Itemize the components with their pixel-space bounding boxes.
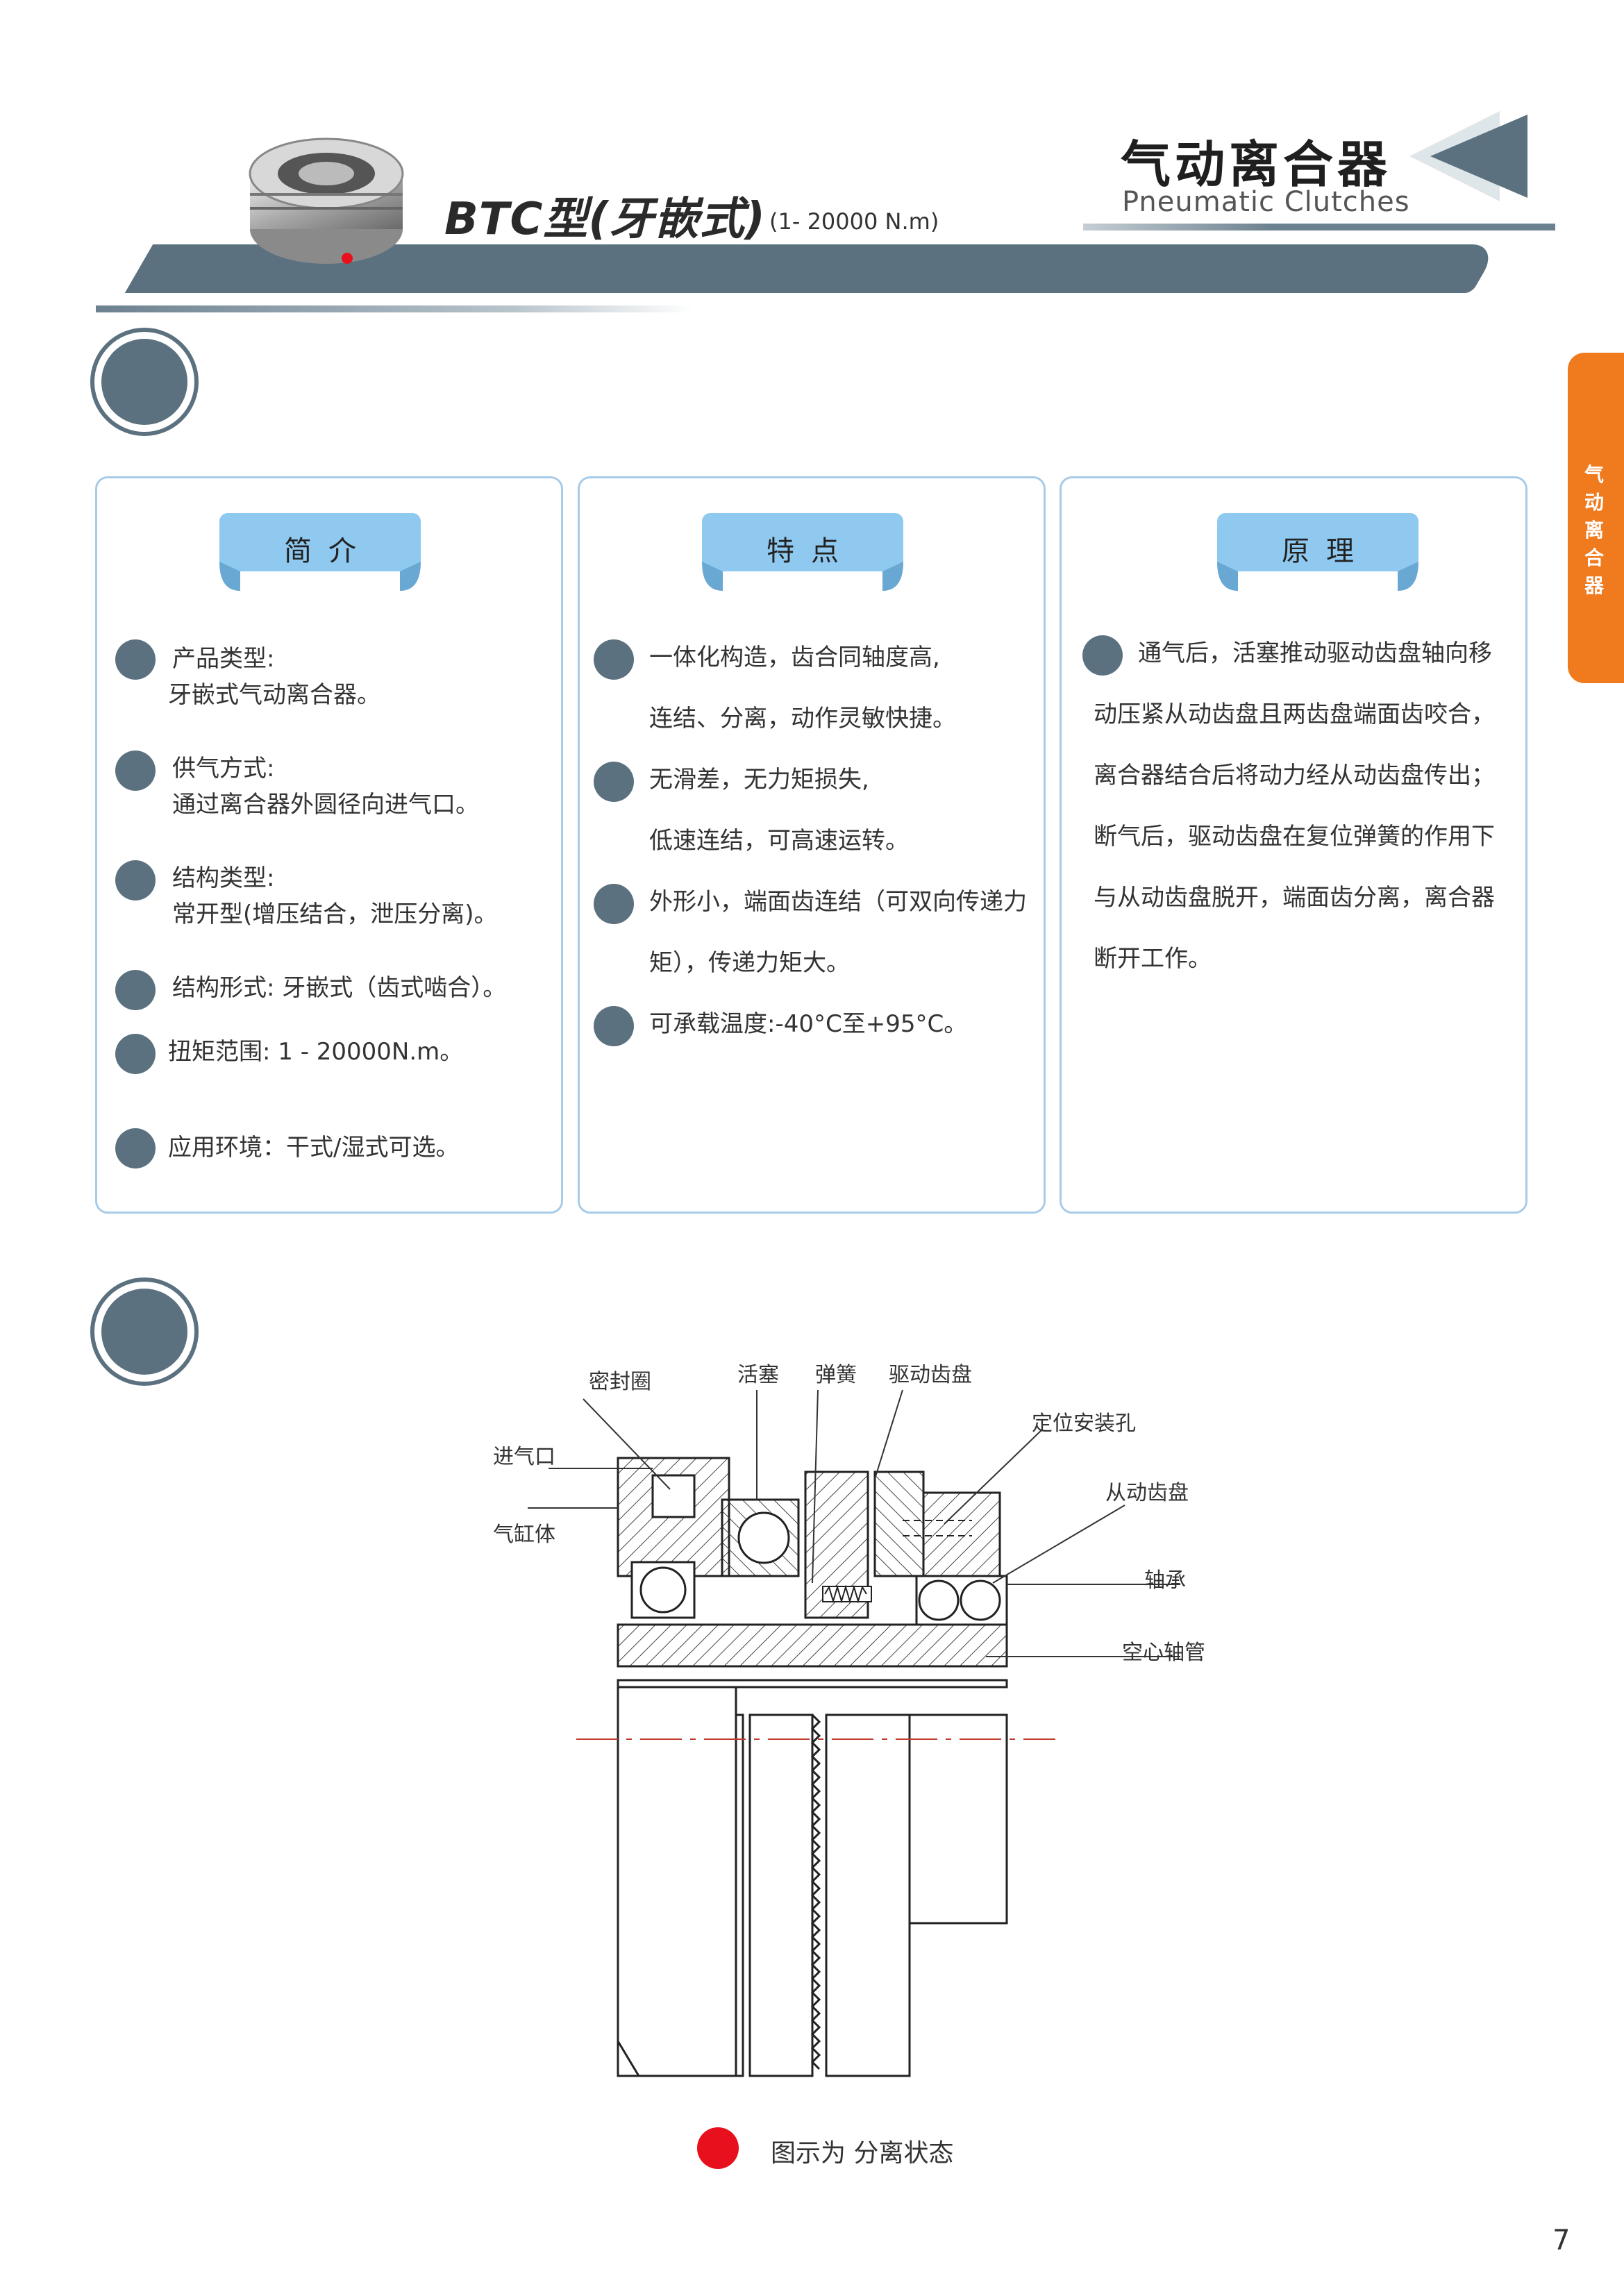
legend-text: 图示为 分离状态 [771,2139,954,2168]
bullet-dot [115,1128,156,1168]
intro-item-1-title: 产品类型: [172,645,275,673]
header-rule [1083,224,1555,231]
label-positioning-hole: 定位安装孔 [1032,1411,1136,1436]
feature-item-1-a: 一体化构造，齿合同轴度高, [649,644,940,671]
label-seal: 密封圈 [589,1370,651,1394]
card-tag-principle: 原理 [1217,513,1418,596]
section-title-intro: 产品介绍 [254,364,410,406]
category-title-en: Pneumatic Clutches [1122,186,1410,218]
intro-item-2-text: 通过离合器外圆径向进气口。 [172,791,479,819]
card-tag-label: 特点 [767,535,855,567]
intro-item-2-title: 供气方式: [172,755,275,782]
card-tag-intro: 简介 [219,513,421,596]
principle-line-1: 通气后，活塞推动驱动齿盘轴向移 [1138,639,1492,667]
section-dot [101,1289,187,1375]
bullet-dot [594,762,634,802]
bullet-dot [1082,635,1123,676]
card-intro: 简介 产品类型: 牙嵌式气动离合器。 供气方式: 通过离合器外圆径向进气口。 结… [95,476,563,1214]
card-tag-label: 简介 [284,535,373,567]
side-tab[interactable] [1568,353,1624,683]
section-header-intro: 产品介绍 [90,328,437,436]
intro-item-3-text: 常开型(增压结合，泄压分离)。 [172,900,498,928]
intro-item-6: 应用环境：干式/湿式可选。 [168,1134,460,1162]
label-hollow-shaft: 空心轴管 [1122,1641,1205,1665]
bullet-dot [115,751,156,791]
bullet-dot [594,639,634,680]
principle-line-2: 动压紧从动齿盘且两齿盘端面齿咬合， [1094,701,1495,728]
section-title-structure: 结构视图 [254,1314,410,1356]
bullet-dot [115,860,156,900]
feature-item-2-a: 无滑差，无力矩损失, [649,766,869,794]
side-tab-label: 气动离合器 [1584,463,1604,597]
principle-line-3: 离合器结合后将动力经从动齿盘传出； [1094,762,1495,789]
card-principle: 原理 通气后，活塞推动驱动齿盘轴向移 动压紧从动齿盘且两齿盘端面齿咬合， 离合器… [1060,476,1527,1214]
label-air-inlet: 进气口 [493,1445,555,1469]
category-title-cn: 气动离合器 [1121,135,1392,194]
intro-item-1-text: 牙嵌式气动离合器。 [168,681,380,709]
principle-line-6: 断开工作。 [1094,945,1212,973]
ribbon-shape [1217,513,1418,591]
label-driven-disc: 从动齿盘 [1105,1481,1189,1505]
section-dot [101,339,187,425]
intro-item-5: 扭矩范围: 1 - 20000N.m。 [168,1038,464,1066]
card-features: 特点 一体化构造，齿合同轴度高, 连结、分离，动作灵敏快捷。 无滑差，无力矩损失… [578,476,1046,1214]
label-piston: 活塞 [737,1363,779,1387]
intro-item-4: 结构形式: 牙嵌式（齿式啮合）。 [172,974,507,1002]
section-header-structure: 结构视图 [90,1277,437,1386]
bullet-dot [594,884,634,924]
principle-line-5: 与从动齿盘脱开，端面齿分离，离合器 [1094,884,1495,912]
header-underline [96,305,693,312]
feature-item-1-b: 连结、分离，动作灵敏快捷。 [649,705,956,732]
label-bearing: 轴承 [1144,1568,1186,1593]
label-spring: 弹簧 [815,1363,857,1387]
label-cylinder: 气缸体 [493,1523,555,1547]
model-title: BTC型(牙嵌式) [444,194,766,245]
feature-item-3-a: 外形小，端面齿连结（可双向传递力 [649,888,1027,916]
page-number: 7 [1552,2224,1571,2256]
legend-marker [697,2127,739,2169]
intro-item-3-title: 结构类型: [172,864,275,892]
bullet-dot [594,1006,634,1046]
principle-line-4: 断气后，驱动齿盘在复位弹簧的作用下 [1094,823,1495,850]
card-tag-label: 原理 [1282,535,1371,567]
feature-item-2-b: 低速连结，可高速运转。 [649,827,909,855]
torque-range: (1- 20000 N.m) [769,208,939,235]
clutch-structure-diagram: 密封圈 活塞 弹簧 驱动齿盘 定位安装孔 进气口 从动齿盘 气缸体 轴承 空心轴… [493,1363,1205,2077]
card-tag-features: 特点 [702,513,903,596]
label-drive-disc: 驱动齿盘 [889,1363,972,1387]
bullet-dot [115,1034,156,1074]
ribbon-shape [219,513,421,591]
bullet-dot [115,970,156,1010]
feature-item-4: 可承载温度:-40°C至+95°C。 [649,1010,968,1038]
bullet-dot [115,639,156,680]
ribbon-shape [702,513,903,591]
arrow-left-icon [1409,111,1527,201]
feature-item-3-b: 矩），传递力矩大。 [649,949,850,977]
clutch-product-image [249,137,404,264]
